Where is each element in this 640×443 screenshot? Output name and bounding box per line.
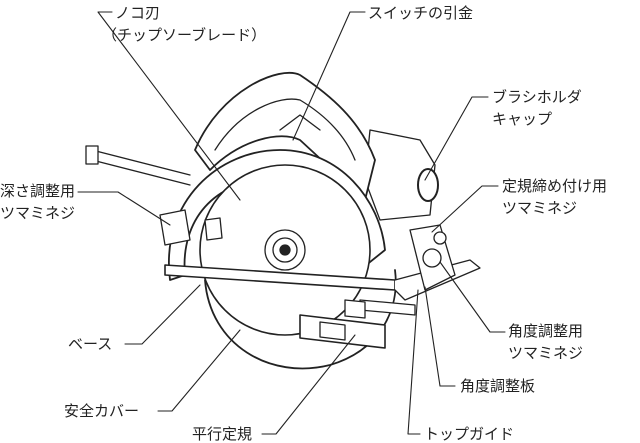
label-brush-holder-2: キャップ	[492, 110, 553, 128]
parallel-guide	[299, 299, 386, 349]
label-brush-holder-1: ブラシホルダ	[492, 88, 582, 106]
power-cord	[85, 145, 191, 186]
label-angle-plate: 角度調整板	[460, 377, 536, 395]
leader-lines	[77, 11, 506, 435]
label-depth-adjust-1: 深さ調整用	[0, 182, 76, 200]
label-depth-adjust-2: ツマミネジ	[0, 204, 76, 222]
depth-adjust-knob	[159, 209, 223, 246]
label-guide-clamp-2: ツマミネジ	[502, 199, 578, 217]
angle-adjust-plate	[409, 224, 456, 291]
label-top-guide: トップガイド	[424, 425, 515, 443]
label-angle-knob-1: 角度調整用	[508, 322, 584, 340]
label-switch-trigger: スイッチの引金	[368, 4, 474, 22]
label-base: ベース	[68, 335, 113, 353]
motor-housing	[364, 129, 439, 221]
handle	[194, 71, 376, 201]
label-blade-sub: （チップソーブレード）	[102, 26, 267, 44]
label-safety-cover: 安全カバー	[64, 402, 140, 420]
label-angle-knob-2: ツマミネジ	[508, 344, 584, 362]
label-parallel-guide: 平行定規	[192, 425, 253, 443]
label-guide-clamp-1: 定規締め付け用	[502, 177, 608, 195]
brush-holder-cap	[417, 168, 439, 202]
label-blade: ノコ刃	[115, 4, 161, 22]
saw-blade	[199, 164, 397, 370]
